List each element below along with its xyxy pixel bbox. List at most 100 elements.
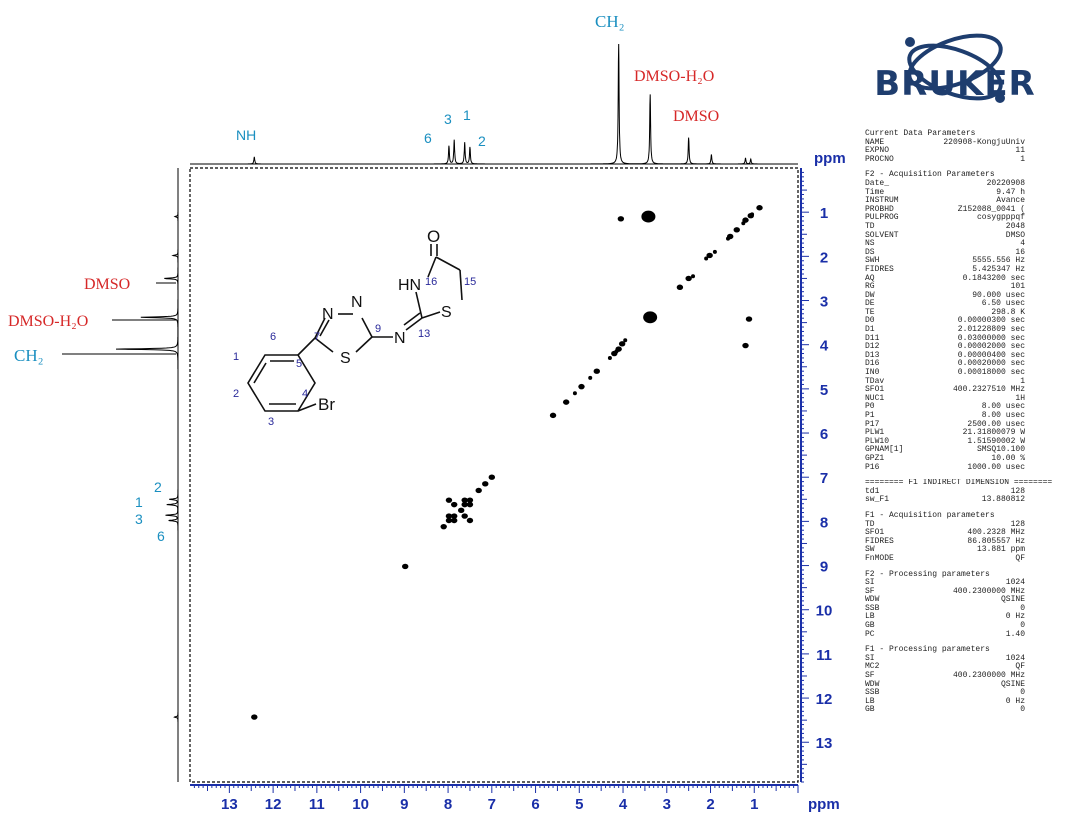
param-section-title: Current Data Parameters — [865, 129, 976, 138]
cross-peak — [726, 236, 731, 241]
param-row: Date_20220908 — [865, 179, 1025, 189]
param-value: 0.03000000 sec — [957, 333, 1025, 343]
param-key: SWH — [865, 256, 880, 266]
param-key: D13 — [865, 350, 880, 360]
cross-peak — [733, 227, 740, 233]
param-key: D1 — [865, 325, 875, 335]
param-key: WDW — [865, 679, 880, 689]
atom-s-thiadiazole: S — [340, 350, 351, 367]
cross-peak — [450, 501, 458, 508]
f1-projection-trace — [115, 168, 179, 782]
param-value: 0.00002000 sec — [957, 342, 1025, 352]
cross-peak — [440, 523, 447, 530]
param-key: PLW10 — [865, 436, 890, 446]
y-tick-label: 10 — [816, 603, 833, 620]
param-key: LB — [865, 696, 875, 706]
param-value: 1.40 — [1005, 629, 1025, 639]
param-value: Avance — [996, 196, 1025, 206]
num-13: 13 — [418, 328, 430, 340]
atom-n-a: N — [322, 306, 334, 323]
param-key: NS — [865, 239, 875, 249]
param-key: P16 — [865, 462, 880, 472]
cross-peak — [562, 399, 570, 405]
param-key: SOLVENT — [865, 230, 899, 240]
param-value: Z152088_0041 ( — [957, 204, 1025, 214]
cross-peak — [466, 497, 474, 503]
param-key: PULPROG — [865, 213, 899, 223]
cross-peak — [466, 501, 474, 508]
cross-peak — [742, 342, 749, 349]
param-value: 1024 — [1005, 653, 1025, 663]
param-value: 9.47 h — [996, 187, 1025, 197]
x-tick-label: 2 — [706, 796, 714, 813]
x-tick-label: 1 — [750, 796, 758, 813]
bruker-logo-text: BRUKER — [874, 64, 1036, 104]
num-3: 3 — [268, 416, 274, 428]
param-section-title: F1 - Processing parameters — [865, 645, 990, 655]
param-key: EXPNO — [865, 146, 890, 156]
param-key: sw_F1 — [865, 495, 890, 505]
param-section-title: F2 - Processing parameters — [865, 569, 990, 579]
y-tick-label: 9 — [820, 559, 828, 576]
cross-peak — [549, 412, 557, 419]
x-tick-label: 12 — [265, 796, 282, 813]
annot-left-1: 1 — [135, 494, 143, 510]
cross-peak — [450, 517, 458, 524]
param-value: 1 — [1020, 376, 1025, 386]
param-key: GPNAM[1] — [865, 445, 904, 455]
atom-n-b: N — [351, 294, 363, 311]
param-row: SI 1024 — [865, 653, 1025, 664]
param-key: PLW1 — [865, 428, 885, 438]
param-value: 0.00000400 sec — [957, 350, 1025, 360]
top-annotations: NH 6 3 1 2 CH₂ DMSO-H₂O DMSO — [236, 12, 719, 149]
f1-projection — [115, 168, 179, 782]
param-value: 1H — [1015, 393, 1025, 403]
param-key: SFO1 — [865, 528, 885, 538]
bruker-atom-logo-icon — [905, 33, 1005, 103]
plot-frame — [189, 167, 799, 783]
param-value: 0.1843200 sec — [962, 273, 1025, 283]
param-key: D11 — [865, 333, 880, 343]
param-value: 0 Hz — [1005, 612, 1025, 622]
cross-peak — [445, 517, 453, 524]
y-tick-label: 13 — [816, 735, 833, 752]
cross-peak — [614, 349, 619, 354]
param-value: 1.51590002 W — [967, 436, 1025, 446]
x-tick-label: 4 — [619, 796, 628, 813]
atom-o: O — [427, 227, 440, 246]
molecule-structure — [247, 244, 463, 412]
y-tick-label: 11 — [816, 647, 832, 664]
param-value: cosygpppqf — [976, 213, 1025, 223]
cross-peak — [685, 275, 692, 282]
x-tick-label: 5 — [575, 796, 583, 813]
param-row: D11 0.03000000 sec — [865, 333, 1025, 344]
param-key: PROBHD — [865, 204, 894, 214]
param-key: IN0 — [865, 368, 880, 378]
y-axis-label: ppm — [814, 150, 846, 167]
param-key: PC — [865, 629, 875, 639]
cross-peak — [706, 252, 713, 259]
num-4: 4 — [302, 388, 308, 400]
param-key: P17 — [865, 419, 880, 429]
x-tick-label: 10 — [352, 796, 369, 813]
param-value: 1 — [1020, 154, 1025, 164]
param-key: P1 — [865, 411, 875, 420]
param-value: 90.000 usec — [972, 290, 1025, 300]
param-value: QSINE — [1000, 595, 1025, 605]
param-value: 400.2300000 MHz — [952, 671, 1025, 681]
param-key: SI — [865, 653, 875, 663]
param-key: SF — [865, 586, 875, 596]
cross-peak — [466, 517, 474, 524]
param-value: 220908-KongjuUniv — [943, 137, 1025, 147]
